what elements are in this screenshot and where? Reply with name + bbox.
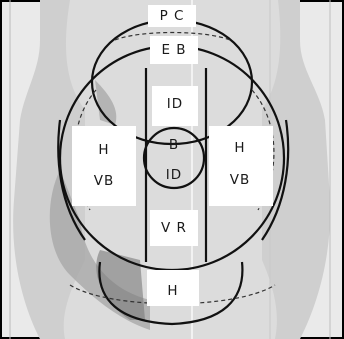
label-box-right [209, 126, 273, 206]
label-center-mid-2: ID [166, 167, 182, 183]
label-center-mid-1: B [169, 137, 179, 153]
label-lower-center: V R [161, 220, 187, 236]
label-left-1: H [98, 142, 109, 158]
label-bottom: H [167, 283, 178, 299]
label-center-top: ID [167, 96, 183, 112]
label-top: P C [160, 8, 185, 24]
label-upper: E B [161, 42, 186, 58]
label-box-left [72, 126, 136, 206]
label-right-1: H [234, 140, 245, 156]
label-right-2: VB [230, 172, 251, 188]
label-left-2: VB [94, 173, 115, 189]
